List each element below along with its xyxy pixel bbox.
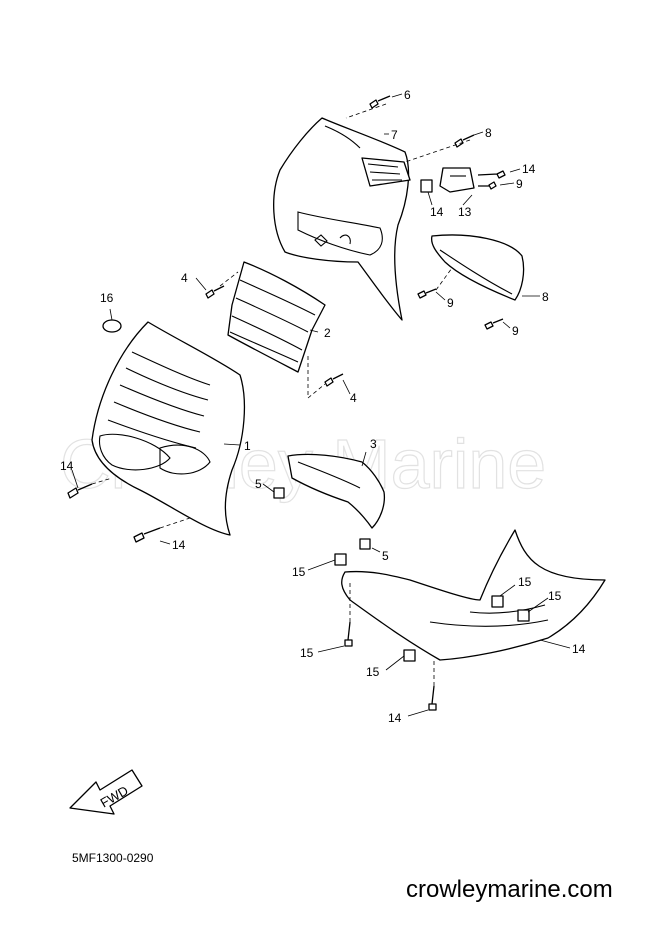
screw-9-mid <box>417 288 437 299</box>
screw-4-upper <box>205 285 225 299</box>
part-6-panel <box>273 117 411 321</box>
nut-15-b <box>491 595 504 608</box>
callout-15-a: 15 <box>292 565 306 579</box>
screw-14-d <box>428 685 437 711</box>
fwd-arrow: FWD <box>69 769 143 815</box>
diagram-code: 5MF1300-0290 <box>72 851 154 865</box>
callout-14-c: 15 <box>300 646 314 660</box>
callout-6: 7 <box>391 128 398 142</box>
nut-15-c <box>517 609 530 622</box>
callout-7-top: 6 <box>404 88 411 102</box>
assembly-lines <box>91 103 471 686</box>
part-1-front-cover <box>91 321 246 536</box>
callout-15-d: 15 <box>366 665 380 679</box>
callout-5-left: 5 <box>255 477 262 491</box>
callout-4-upper: 4 <box>181 271 188 285</box>
nut-5-left <box>273 487 285 499</box>
nut-15-a <box>334 553 347 566</box>
callout-numbers: 6 7 8 14 9 13 14 8 9 9 4 2 4 16 1 3 5 5 … <box>60 88 586 725</box>
callout-13: 14 <box>572 642 586 656</box>
leader-lines <box>71 93 571 717</box>
callout-12: 14 <box>430 205 444 219</box>
fasteners <box>67 95 530 711</box>
screw-11 <box>477 170 506 179</box>
callout-9-mid: 9 <box>447 296 454 310</box>
callout-2: 2 <box>324 326 331 340</box>
callout-16: 16 <box>100 291 114 305</box>
callout-4-lower: 4 <box>350 391 357 405</box>
callout-14-a: 14 <box>60 459 74 473</box>
part-10-bracket <box>439 167 475 193</box>
screw-9-top <box>478 181 497 190</box>
part-16-cap <box>102 319 122 333</box>
callout-15-b: 15 <box>518 575 532 589</box>
nut-5-right <box>359 538 371 550</box>
callout-14-d: 14 <box>388 711 402 725</box>
screw-4-lower <box>324 373 344 387</box>
callout-8: 8 <box>542 290 549 304</box>
part-8-side-cover <box>430 234 525 301</box>
screw-9-low <box>484 318 504 330</box>
screw-14-b <box>133 527 161 543</box>
callout-9-low: 9 <box>512 324 519 338</box>
callout-9-top: 9 <box>516 177 523 191</box>
part-3-inner-bracket <box>287 453 386 529</box>
callout-15-c: 15 <box>548 589 562 603</box>
callout-11: 14 <box>522 162 536 176</box>
callout-14-b: 14 <box>172 538 186 552</box>
nut-15-d <box>403 649 416 662</box>
callout-1: 1 <box>244 439 251 453</box>
site-link[interactable]: crowleymarine.com <box>406 876 613 903</box>
screw-7-right <box>454 134 475 148</box>
screw-7-top <box>369 95 391 109</box>
part-13-floor-panel <box>341 529 606 661</box>
callout-10: 13 <box>458 205 472 219</box>
screw-14-a <box>67 483 93 499</box>
screw-14-c <box>344 621 353 647</box>
callout-7-right: 8 <box>485 126 492 140</box>
callout-5-right: 5 <box>382 549 389 563</box>
part-2-grille <box>227 261 326 373</box>
part-12-clip <box>420 179 433 193</box>
callout-3: 3 <box>370 437 377 451</box>
